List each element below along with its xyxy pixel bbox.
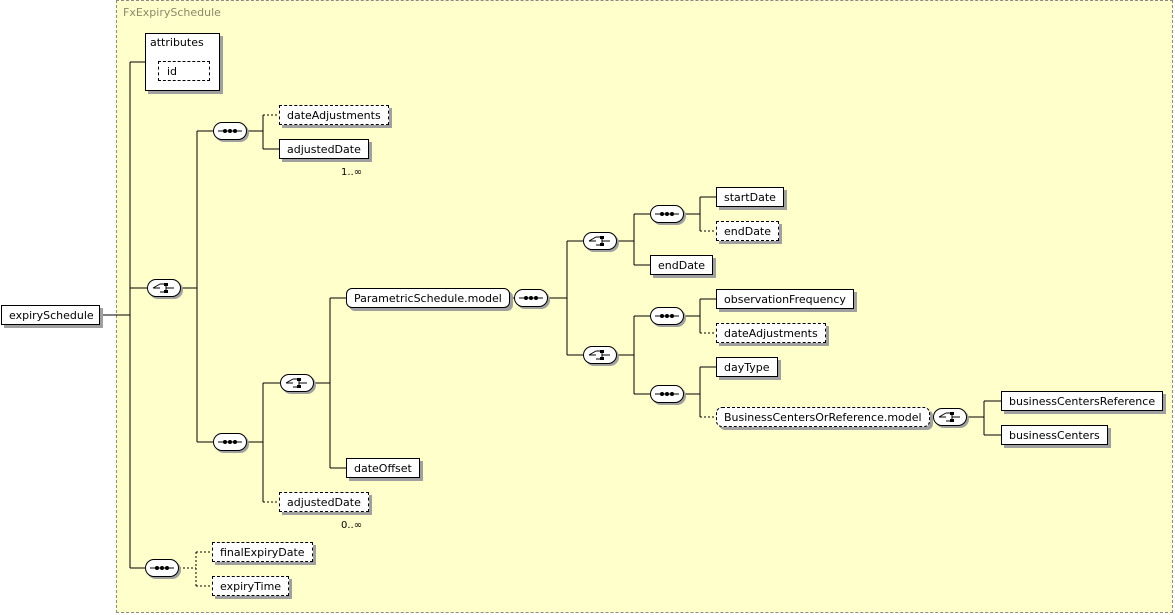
- sequence-symbol: [655, 212, 679, 216]
- sequence-compositor-icon[interactable]: [145, 559, 179, 577]
- sequence-compositor-icon[interactable]: [650, 307, 684, 325]
- choice-compositor-icon[interactable]: [280, 374, 314, 392]
- choice-symbol: [938, 412, 960, 422]
- choice-symbol: [588, 236, 610, 246]
- attributes-box[interactable]: attributes id: [145, 33, 220, 91]
- sequence-compositor-icon[interactable]: [650, 385, 684, 403]
- sequence-compositor-icon[interactable]: [514, 289, 548, 307]
- element-end-date-optional[interactable]: endDate: [716, 221, 780, 241]
- choice-compositor-icon[interactable]: [583, 232, 617, 250]
- sequence-symbol: [218, 129, 242, 133]
- element-business-centers-reference[interactable]: businessCentersReference: [1001, 391, 1164, 411]
- element-final-expiry-date[interactable]: finalExpiryDate: [212, 542, 313, 562]
- choice-compositor-icon[interactable]: [583, 346, 617, 364]
- element-adjusted-date[interactable]: adjustedDate: [279, 139, 373, 163]
- sequence-symbol: [655, 314, 679, 318]
- choice-compositor-icon[interactable]: [933, 408, 967, 426]
- element-adjusted-date-optional[interactable]: adjustedDate: [279, 492, 373, 516]
- element-end-date[interactable]: endDate: [650, 255, 714, 275]
- group-parametric-schedule-model[interactable]: ParametricSchedule.model: [346, 288, 510, 308]
- sequence-compositor-icon[interactable]: [213, 433, 247, 451]
- group-business-centers-or-reference-model[interactable]: BusinessCentersOrReference.model: [716, 407, 930, 427]
- choice-compositor-icon[interactable]: [147, 279, 181, 297]
- attributes-label: attributes: [150, 36, 204, 49]
- element-start-date[interactable]: startDate: [716, 187, 784, 207]
- sequence-compositor-icon[interactable]: [213, 122, 247, 140]
- type-name-label: FxExpirySchedule: [123, 6, 221, 19]
- element-date-adjustments-optional[interactable]: dateAdjustments: [716, 323, 826, 343]
- attribute-id[interactable]: id: [158, 61, 210, 81]
- sequence-symbol: [519, 296, 543, 300]
- root-element-expiry-schedule[interactable]: expirySchedule: [1, 305, 100, 325]
- cardinality-label: 0..∞: [341, 520, 363, 531]
- element-date-adjustments[interactable]: dateAdjustments: [279, 105, 389, 125]
- sequence-symbol: [655, 392, 679, 396]
- choice-symbol: [285, 378, 307, 388]
- sequence-symbol: [150, 566, 174, 570]
- choice-symbol: [588, 350, 610, 360]
- element-observation-frequency[interactable]: observationFrequency: [716, 289, 854, 309]
- element-day-type[interactable]: dayType: [716, 357, 778, 377]
- element-expiry-time[interactable]: expiryTime: [212, 576, 290, 596]
- element-date-offset[interactable]: dateOffset: [346, 458, 420, 478]
- element-business-centers[interactable]: businessCenters: [1001, 425, 1108, 445]
- sequence-compositor-icon[interactable]: [650, 205, 684, 223]
- sequence-symbol: [218, 440, 242, 444]
- cardinality-label: 1..∞: [341, 167, 363, 178]
- choice-symbol: [152, 283, 174, 293]
